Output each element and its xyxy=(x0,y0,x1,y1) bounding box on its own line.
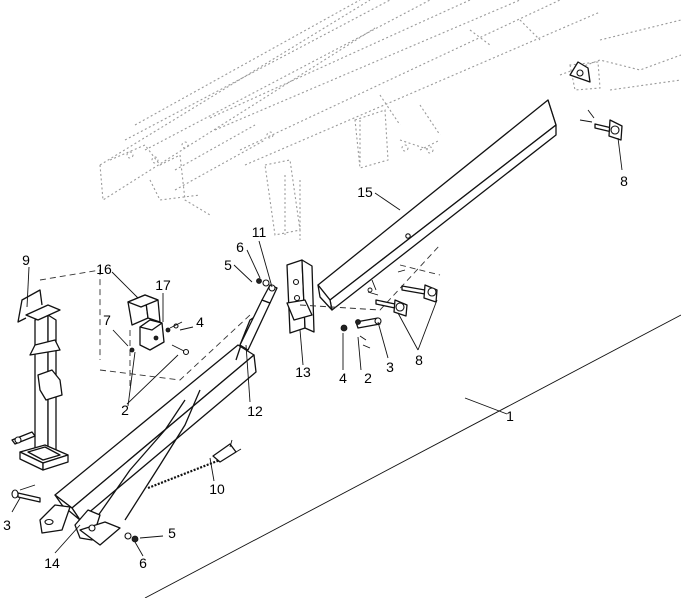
callout-6-upper: 6 xyxy=(236,239,244,255)
callout-4-center: 4 xyxy=(339,370,347,386)
callout-12: 12 xyxy=(247,403,263,419)
callout-4-mount: 4 xyxy=(196,314,204,330)
callout-15: 15 xyxy=(357,184,373,200)
callout-17: 17 xyxy=(155,277,171,293)
jack-9 xyxy=(11,289,69,471)
callout-8-center: 8 xyxy=(415,352,423,368)
callout-8-upper: 8 xyxy=(620,173,628,189)
clevis-14 xyxy=(39,504,121,546)
callouts: 1 2 2 3 3 4 4 5 5 6 6 7 8 8 9 10 11 12 1… xyxy=(3,173,628,571)
ghost-implement-frame xyxy=(99,0,681,240)
link-11 xyxy=(239,278,278,351)
hitch-pins-8 xyxy=(367,109,623,317)
callout-16: 16 xyxy=(96,261,112,277)
callout-14: 14 xyxy=(44,555,60,571)
callout-2-left: 2 xyxy=(121,402,129,418)
assembly-centerlines xyxy=(39,244,441,390)
callout-3-center: 3 xyxy=(386,359,394,375)
callout-11: 11 xyxy=(252,224,267,240)
cross-tube-15 xyxy=(317,61,591,311)
callout-1: 1 xyxy=(506,408,514,424)
callout-6-front: 6 xyxy=(139,555,147,571)
callout-3-front: 3 xyxy=(3,517,11,533)
callout-2-center: 2 xyxy=(364,370,372,386)
safety-chain-10 xyxy=(147,439,242,490)
assembly-boundary xyxy=(19,314,681,598)
callout-13: 13 xyxy=(295,364,311,380)
hitch-mount-13 xyxy=(286,259,315,334)
jack-mount-16 xyxy=(127,294,190,356)
hitch-tongue-12 xyxy=(54,311,263,521)
front-nut-washer xyxy=(124,532,139,543)
callout-5-upper: 5 xyxy=(224,257,232,273)
callout-5-front: 5 xyxy=(168,525,176,541)
bolt-3-front xyxy=(11,489,41,503)
center-hardware xyxy=(340,279,382,349)
callout-7: 7 xyxy=(103,312,111,328)
callout-10: 10 xyxy=(209,481,225,497)
leader-lines xyxy=(11,137,623,557)
callout-9: 9 xyxy=(22,252,30,268)
